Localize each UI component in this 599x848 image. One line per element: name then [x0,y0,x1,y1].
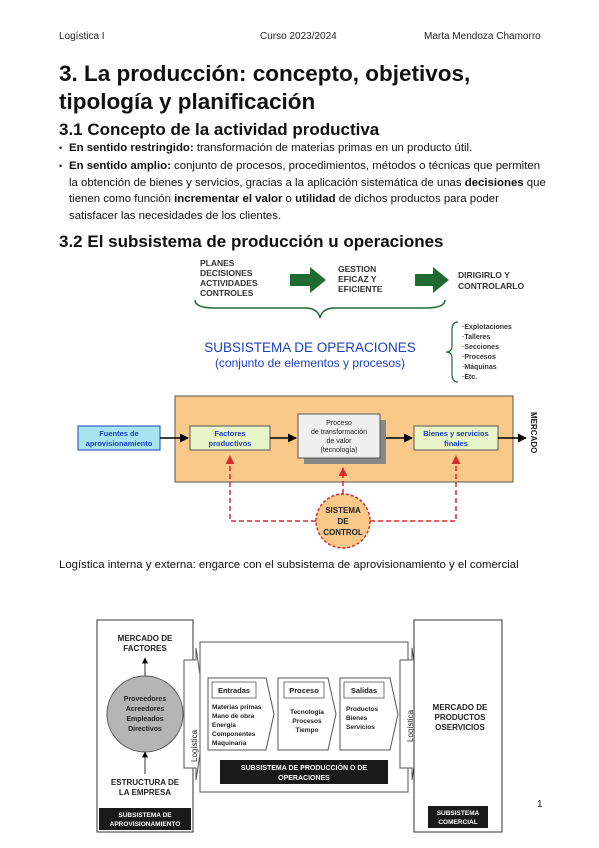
bullet-restringido: • En sentido restringido: transformación… [59,140,549,157]
process-label-1: Proceso [326,420,352,427]
output-item: Productos [346,706,379,713]
input-item: Mano de obra [212,713,255,720]
process-item: Tecnología [290,709,324,716]
section-heading-1: 3.1 Concepto de la actividad productiva [59,120,380,139]
top-left-label-1: PLANES [200,258,235,268]
input-item: Maquinaria [212,740,247,747]
outputs-title-box [343,681,385,699]
process-label-4: (tecnología) [321,447,358,454]
sources-label-2: aprovisionamiento [86,439,153,448]
factors-label-2: productivos [209,439,252,448]
commercial-subsystem-label-2: COMERCIAL [438,819,477,826]
factors-market-1: MERCADO DE [118,634,173,643]
output-item: Servicios [346,724,375,731]
control-label-1: SISTEMA [325,506,361,515]
inputs-title: Entradas [218,686,250,695]
process-title: Proceso [289,686,319,695]
page-title: 3. La producción: concepto, objetivos, t… [59,61,471,114]
top-right-label-2: CONTROLARLO [458,281,524,291]
sources-label-1: Fuentes de [99,429,139,438]
goods-label-1: Bienes y servicios [423,429,488,438]
circle-item: Empleados [126,716,163,723]
supply-subsystem-label-2: APROVISIONAMIENTO [110,821,181,828]
list-item: ·Secciones [462,344,499,351]
goods-box [413,425,499,451]
production-subsystem-label-1: SUBSISTEMA DE PRODUCCIÓN O DE [241,763,367,772]
list-brace [445,321,459,383]
top-mid-label-2: EFICAZ Y [338,274,377,284]
green-arrow-1 [290,267,326,293]
stakeholders-circle [106,675,184,753]
production-subsystem-label-bg [220,760,388,784]
header-center: Curso 2023/2024 [260,31,337,42]
supply-subsystem-label-1: SUBSISTEMA DE [118,812,172,819]
commercial-subsystem-label-1: SUBSISTEMA [437,810,480,817]
bullet-amplio: • En sentido amplio: conjunto de proceso… [59,160,546,222]
top-left-label-2: DECISIONES [200,268,253,278]
top-left-label-4: CONTROLES [200,288,254,298]
inputs-title-box [211,681,257,699]
logistics-label-left: Logística [190,729,199,762]
factors-market-2: FACTORES [123,644,167,653]
top-brace [194,299,446,319]
process-label-3: de valor [327,438,353,445]
commercial-subsystem-label-bg [428,806,488,828]
list-item: ·Procesos [462,354,496,361]
production-subsystem-label-2: OPERACIONES [278,775,330,782]
list-item: ·Explotaciones [462,324,512,331]
list-item: ·Talleres [462,334,490,341]
list-item: ·Etc. [462,374,477,381]
circle-item: Acreedores [126,706,165,713]
control-feedback-left [225,455,316,522]
structure-label-1: ESTRUCTURA DE [111,778,180,787]
products-market-2: PRODUCTOS [435,713,487,722]
sources-box [77,425,161,451]
list-item: ·Máquinas [462,364,497,371]
top-right-label-1: DIRIGIRLO Y [458,270,510,280]
circle-item: Directivos [128,726,162,733]
output-item: Bienes [346,715,368,722]
bullet-icon: • [59,143,63,153]
top-mid-label-3: EFICIENTE [338,284,383,294]
input-item: Materias primas [212,704,262,711]
structure-label-2: LA EMPRESA [119,788,171,797]
page-number: 1 [537,799,543,810]
subsystem-subtitle: (conjunto de elementos y procesos) [215,356,405,370]
process-title-box [283,681,325,699]
subsystem-title: SUBSISTEMA DE OPERACIONES [204,340,416,355]
process-item: Tiempo [296,727,319,734]
section-heading-2: 3.2 El subsistema de producción u operac… [59,232,444,251]
products-market-1: MERCADO DE [433,703,488,712]
header-left: Logística I [59,31,105,42]
commercial-subsystem-box [413,619,503,833]
process-item: Procesos [292,718,322,725]
goods-label-2: finales [444,439,468,448]
top-mid-label-1: GESTION [338,264,376,274]
outputs-title: Salidas [351,686,377,695]
logistics-label-right: Logística [406,709,415,742]
control-label-2: DE [337,517,349,526]
header-right: Marta Mendoza Chamorro [424,31,541,42]
process-box [297,413,381,459]
green-arrow-2 [415,267,449,293]
caption: Logística interna y externa: engarce con… [59,559,519,571]
factors-label-1: Factores [214,429,245,438]
input-item: Energía [212,722,236,729]
process-label-2: de transformación [311,429,367,436]
market-label: MERCADO [529,412,538,453]
input-item: Componentes [212,731,256,738]
control-feedback-right [370,455,461,522]
bullet-icon: • [59,161,63,171]
supply-subsystem-label-bg [99,808,191,830]
circle-item: Proveedores [124,696,167,703]
control-label-3: CONTROL [323,528,363,537]
top-left-label-3: ACTIVIDADES [200,278,258,288]
products-market-3: OSERVICIOS [435,723,485,732]
